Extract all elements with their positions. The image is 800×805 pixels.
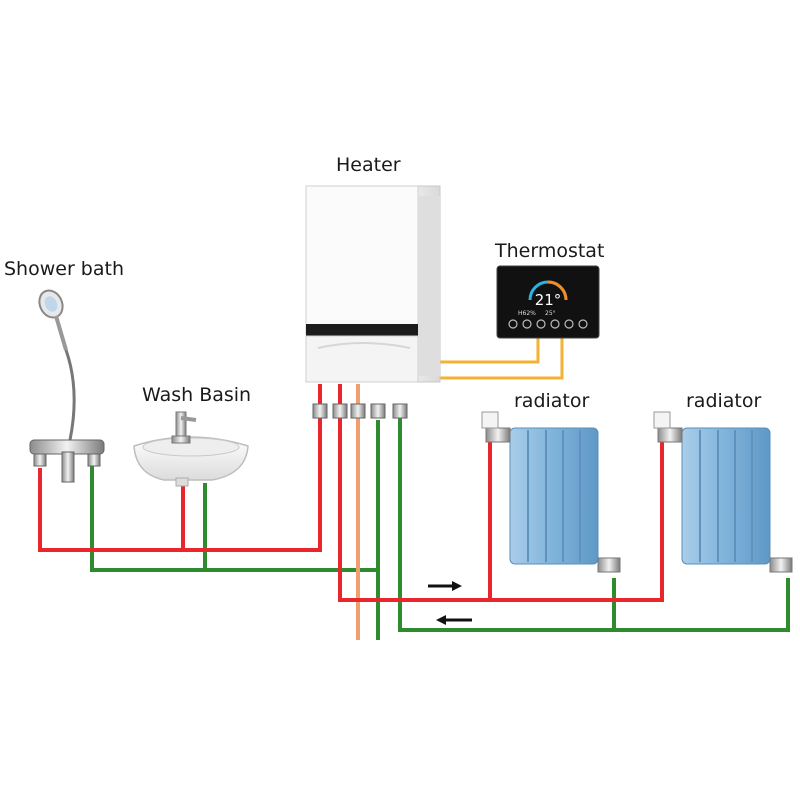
flow-pipe-sinks — [38, 384, 322, 552]
radiator-1 — [481, 411, 621, 573]
thermostat-temp-set: 25° — [545, 310, 556, 317]
heater-label: Heater — [336, 154, 401, 176]
radiator-2-inlet-valve — [657, 427, 683, 443]
flow-pipe-radiator-1-branch — [488, 438, 496, 600]
heater-boiler — [305, 185, 441, 383]
thermostat-temp-main: 21° — [535, 291, 562, 309]
wash-basin — [133, 411, 249, 487]
shower-label: Shower bath — [4, 258, 125, 280]
return-pipe-sinks — [90, 420, 380, 572]
return-pipes — [90, 418, 790, 640]
thermostat-button-row — [508, 319, 588, 329]
thermostat-humidity: H62% — [518, 310, 536, 317]
shower-fixture — [29, 289, 105, 483]
radiator-2-label: radiator — [686, 390, 762, 412]
radiator-2-outlet-valve — [769, 557, 793, 573]
radiator-1-outlet-valve — [597, 557, 621, 573]
signal-wires — [418, 336, 564, 380]
wash-basin-label: Wash Basin — [142, 384, 252, 406]
radiator-1-label: radiator — [514, 390, 590, 412]
flow-arrow-right — [428, 581, 462, 591]
thermostat-device — [496, 265, 600, 339]
radiator-2 — [653, 411, 793, 573]
thermostat-label: Thermostat — [495, 240, 605, 262]
flow-arrow-left — [436, 615, 472, 625]
radiator-1-inlet-valve — [485, 427, 511, 443]
heater-valves — [312, 403, 408, 419]
flow-pipe-radiators — [338, 384, 664, 602]
return-pipe-radiators — [398, 418, 790, 632]
